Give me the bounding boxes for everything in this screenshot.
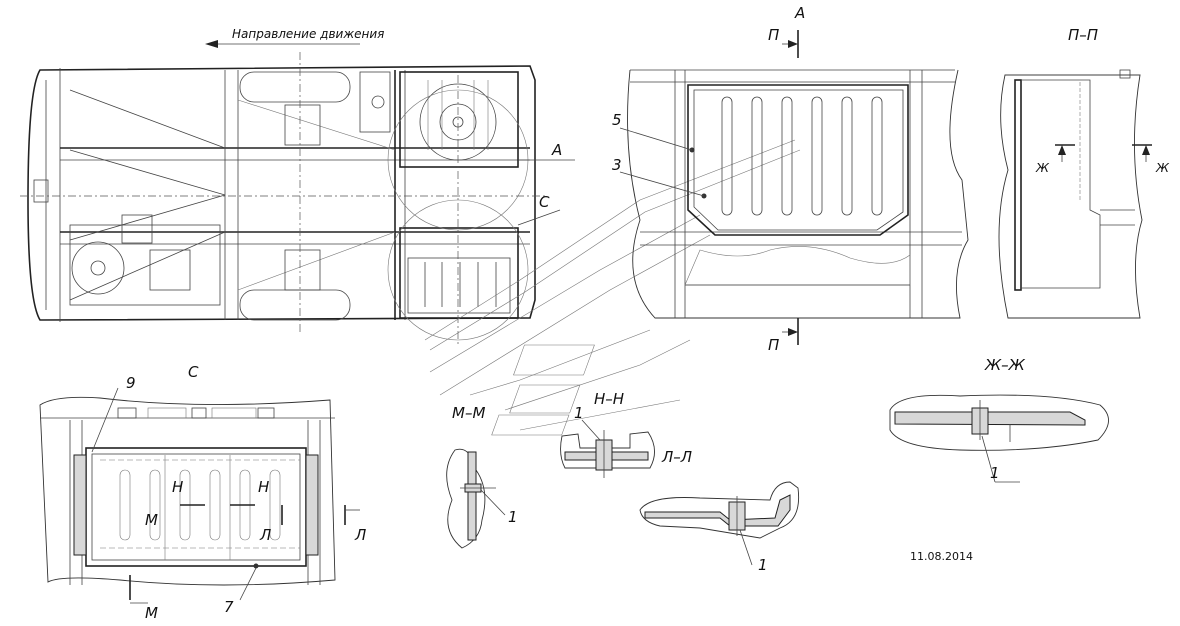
- cut-p-bottom-label: П: [768, 336, 779, 354]
- callout-9: 9: [126, 374, 136, 392]
- callout-1-l: 1: [758, 556, 768, 574]
- detail-label-c: С: [539, 193, 550, 211]
- callout-7: 7: [224, 598, 234, 616]
- section-p-p-title: П–П: [1068, 26, 1098, 44]
- lower-tray: [399, 227, 519, 319]
- drawing-date: 11.08.2014: [910, 550, 973, 563]
- section-l-l-title: Л–Л: [661, 448, 692, 466]
- section-m-m-title: М–М: [452, 404, 485, 422]
- callout-3: 3: [612, 156, 622, 174]
- detail-c: С М: [39, 363, 366, 622]
- projection-guides: [424, 139, 801, 436]
- steering-wheel-outline: [71, 241, 125, 295]
- view-a-title: А: [794, 4, 805, 22]
- detail-label-a: А: [551, 141, 562, 159]
- section-zh-zh-title: Ж–Ж: [984, 356, 1026, 374]
- cut-m-inner-label: М: [145, 511, 158, 529]
- section-p-p: П–П Ж Ж: [998, 26, 1170, 319]
- body-outline: [27, 65, 536, 321]
- cut-n-left-label: Н: [172, 478, 183, 496]
- cut-p-top-label: П: [768, 26, 779, 44]
- tray-ribs: [721, 96, 883, 216]
- cut-l-label: Л: [354, 526, 366, 544]
- cut-n-right-label: Н: [258, 478, 269, 496]
- rear-tyre-bottom: [239, 289, 351, 321]
- tray-panel: [687, 84, 909, 236]
- section-wall: [1014, 79, 1022, 291]
- callout-1-n: 1: [574, 404, 584, 422]
- direction-arrow: [205, 40, 360, 48]
- slots: [117, 407, 275, 419]
- cut-zh-right-label: Ж: [1155, 161, 1170, 175]
- cut-l-inner-label: Л: [259, 526, 271, 544]
- detail-c-title: С: [188, 363, 199, 381]
- view-a: А 5 3 П П: [612, 4, 969, 354]
- callout-1-zh: 1: [990, 464, 1000, 482]
- flanges: [73, 454, 319, 556]
- section-l-l: Л–Л 1: [639, 448, 800, 574]
- rear-tyre-top: [239, 71, 351, 103]
- section-zh-zh: Ж–Ж 1: [889, 356, 1109, 483]
- section-m-m: М–М 1: [446, 404, 518, 549]
- cut-zh-left-label: Ж: [1035, 161, 1050, 175]
- callout-1-m: 1: [508, 508, 518, 526]
- direction-label: Направление движения: [232, 27, 384, 41]
- chassis-view: Направление движения: [20, 27, 575, 345]
- tow-hook: [33, 179, 49, 203]
- section-n-n: Н–Н 1: [560, 390, 655, 478]
- cut-m-label: М: [145, 604, 158, 622]
- callout-5: 5: [612, 111, 622, 129]
- section-n-n-title: Н–Н: [594, 390, 624, 408]
- engine-unit: [69, 224, 221, 306]
